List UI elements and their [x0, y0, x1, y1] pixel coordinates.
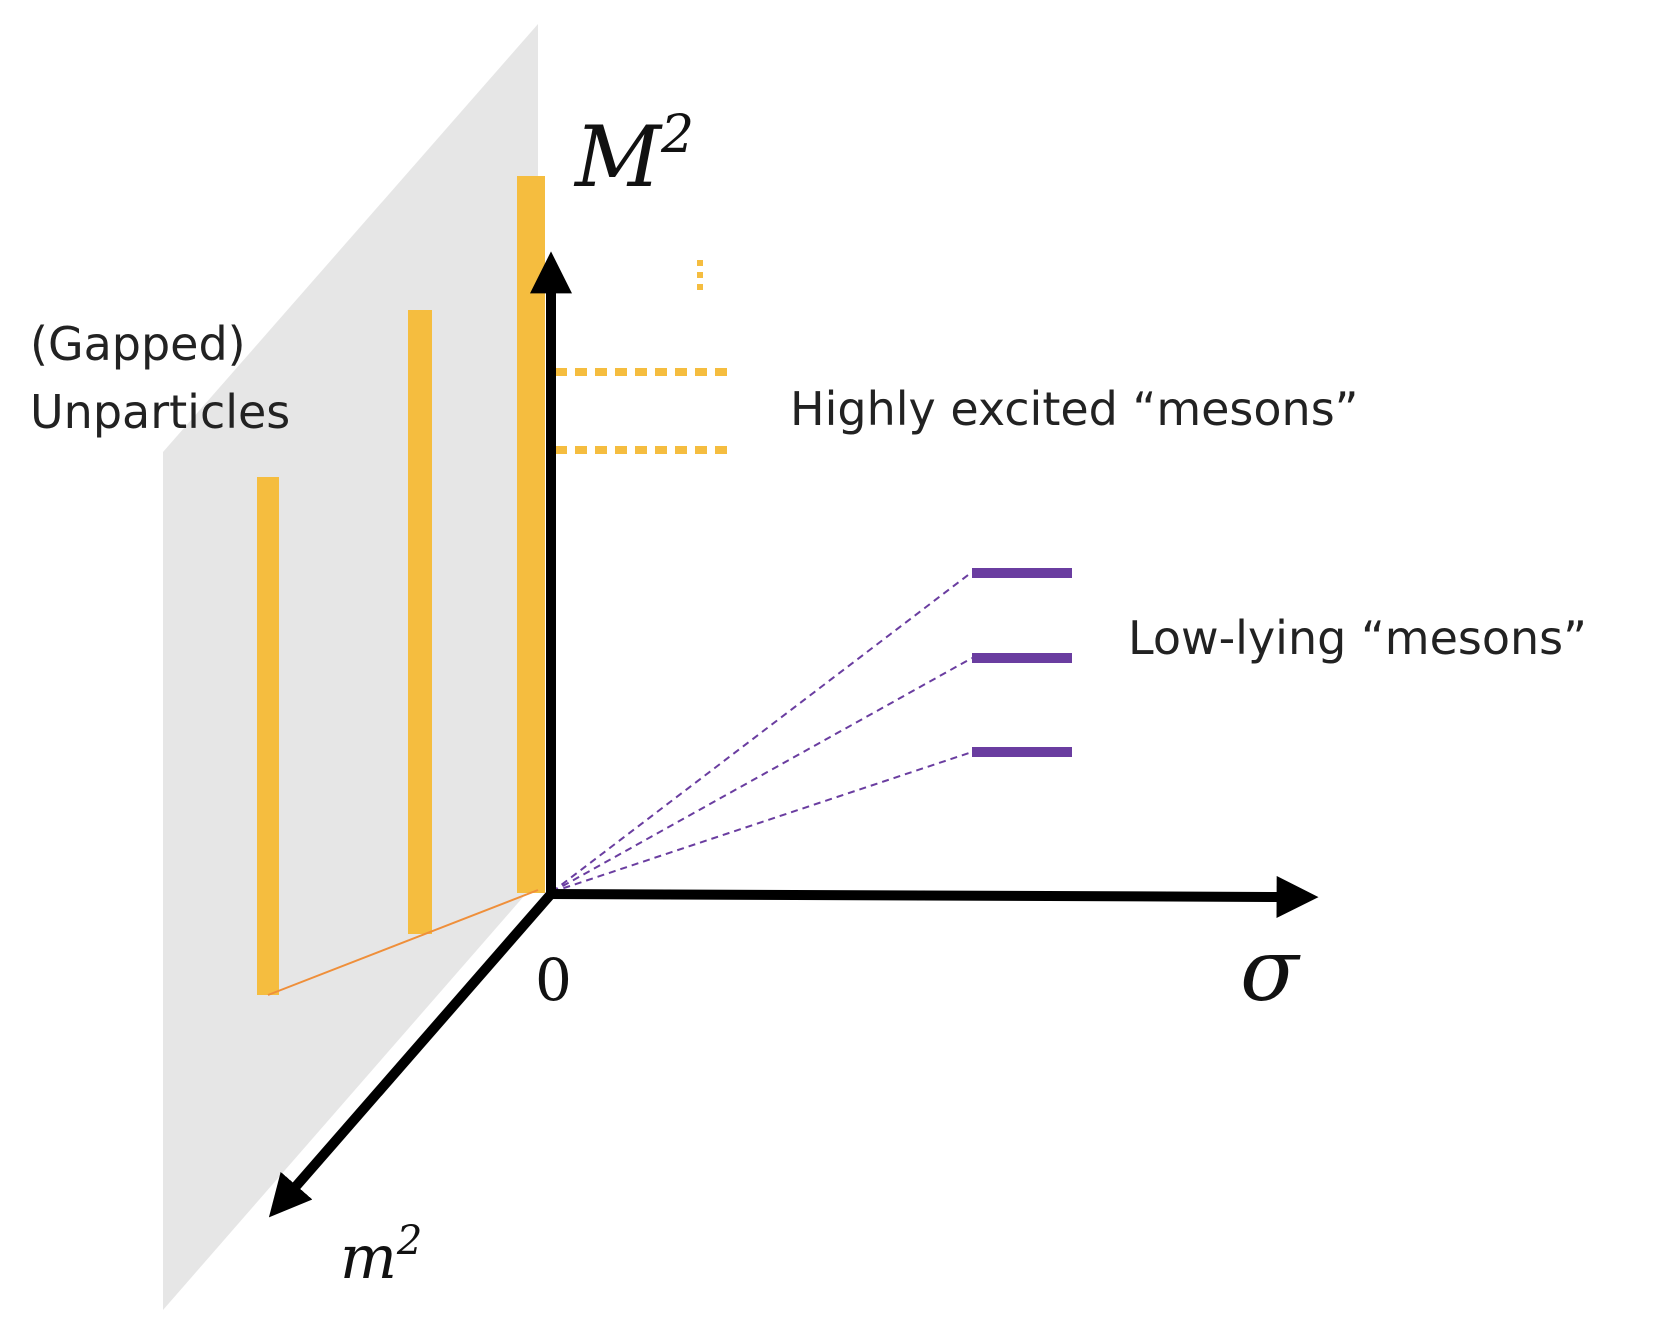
depth-axis-m2: [268, 890, 555, 1218]
meson-connector-1: [551, 571, 973, 893]
unparticle-bar-far: [257, 477, 279, 995]
unparticles-label-line2: Unparticles: [30, 385, 290, 439]
horizontal-axis-label: σ: [1240, 921, 1301, 1021]
low-lying-mesons-label: Low-lying “mesons”: [1128, 611, 1587, 665]
low-lying-meson-level-1: [972, 568, 1072, 578]
highly-excited-mesons-label: Highly excited “mesons”: [790, 382, 1359, 436]
low-lying-meson-level-2: [972, 653, 1072, 663]
vertical-axis-label: M2: [573, 105, 694, 206]
unparticle-bar-origin: [517, 176, 545, 893]
m2-M2-plane: [163, 24, 538, 1310]
unparticles-label-line1: (Gapped): [30, 317, 246, 371]
meson-connector-2: [551, 657, 973, 893]
low-lying-meson-level-3: [972, 747, 1072, 757]
depth-axis-label: m2: [340, 1218, 422, 1293]
origin-label: 0: [535, 946, 572, 1014]
horizontal-axis-sigma: [546, 875, 1319, 918]
unparticle-threshold-line: [267, 889, 539, 996]
unparticle-bar-middle: [408, 310, 432, 934]
meson-connector-3: [551, 751, 973, 893]
